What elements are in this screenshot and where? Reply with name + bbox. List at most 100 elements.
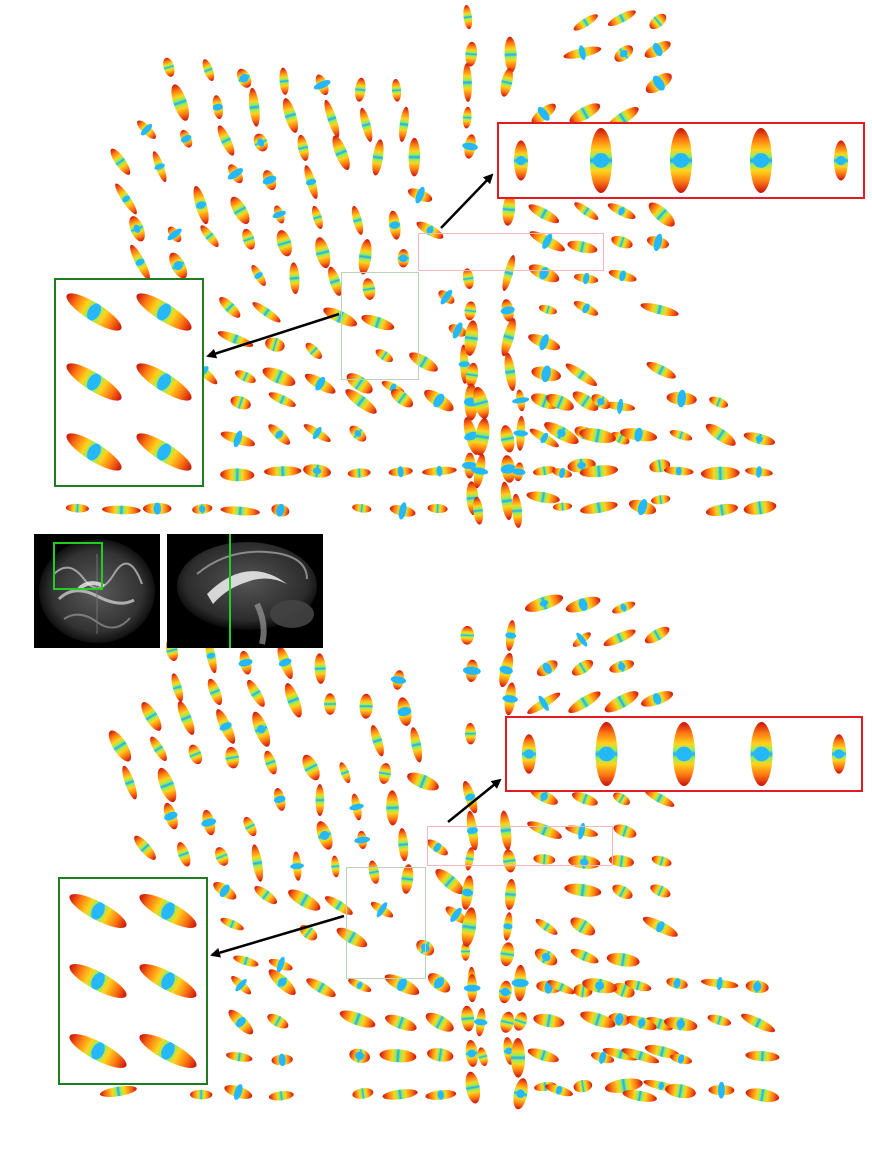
odf-glyph xyxy=(324,896,353,915)
odf-glyph xyxy=(169,252,188,279)
odf-glyph xyxy=(529,428,559,448)
inset-odf-glyph xyxy=(670,128,692,193)
odf-glyph xyxy=(215,847,229,866)
odf-glyph xyxy=(461,907,477,947)
odf-glyph xyxy=(188,744,203,765)
odf-glyph xyxy=(563,45,602,60)
odf-glyph xyxy=(316,821,333,850)
odf-glyph xyxy=(425,1090,457,1100)
odf-glyph xyxy=(533,1013,565,1028)
odf-glyph xyxy=(640,303,679,317)
odf-glyph xyxy=(708,1081,735,1099)
odf-glyph xyxy=(277,646,293,679)
odf-glyph xyxy=(565,363,598,387)
odf-glyph xyxy=(360,107,373,142)
inset-odf-glyph xyxy=(66,433,122,471)
odf-glyph xyxy=(279,67,289,95)
odf-glyph xyxy=(465,1039,478,1067)
odf-glyph xyxy=(500,299,515,322)
odf-glyph xyxy=(569,103,601,124)
odf-glyph xyxy=(626,1015,657,1031)
odf-glyph xyxy=(500,481,513,521)
odf-glyph xyxy=(262,367,296,387)
odf-glyph xyxy=(313,74,331,96)
odf-glyph xyxy=(267,1013,289,1029)
odf-glyph xyxy=(265,337,285,352)
odf-glyph xyxy=(399,106,409,142)
odf-glyph xyxy=(386,790,399,826)
odf-glyph xyxy=(570,917,596,936)
odf-glyph xyxy=(498,980,512,1004)
odf-glyph xyxy=(553,502,573,511)
odf-glyph xyxy=(388,210,401,240)
odf-glyph xyxy=(137,120,156,139)
odf-glyph xyxy=(473,387,489,419)
odf-glyph xyxy=(477,1047,488,1066)
odf-glyph xyxy=(220,917,244,931)
odf-glyph xyxy=(273,788,286,811)
odf-glyph xyxy=(501,318,516,357)
odf-glyph xyxy=(407,186,433,204)
odf-glyph xyxy=(289,262,300,295)
odf-glyph xyxy=(500,68,513,97)
odf-glyph xyxy=(666,977,688,989)
bottom-glyph-field xyxy=(99,594,780,1110)
inset-odf-glyph xyxy=(139,894,197,928)
odf-glyph xyxy=(445,906,467,924)
odf-glyph xyxy=(462,106,472,129)
odf-glyph xyxy=(167,226,182,243)
bottom-green-roi xyxy=(346,867,426,979)
odf-glyph xyxy=(347,468,371,478)
odf-glyph xyxy=(324,693,337,715)
sagittal-slice-thumbnail xyxy=(167,534,323,648)
odf-glyph xyxy=(614,45,634,62)
odf-glyph xyxy=(502,682,518,716)
odf-glyph xyxy=(545,1084,573,1097)
odf-glyph xyxy=(605,398,636,414)
odf-glyph xyxy=(547,980,575,995)
inset-odf-glyph xyxy=(595,722,618,786)
coronal-slice-thumbnail xyxy=(34,534,160,648)
odf-glyph xyxy=(603,629,636,647)
inset-odf-glyph xyxy=(69,1034,127,1068)
odf-glyph xyxy=(328,266,342,296)
odf-glyph xyxy=(389,502,416,520)
odf-glyph xyxy=(370,725,384,757)
top-green-roi xyxy=(341,272,419,380)
odf-glyph xyxy=(212,95,224,120)
odf-glyph xyxy=(709,396,729,408)
odf-glyph xyxy=(670,1053,692,1065)
coronal-roi-box xyxy=(53,542,103,590)
odf-glyph xyxy=(361,314,395,331)
odf-glyph xyxy=(612,601,636,614)
bottom-red-inset-glyphs xyxy=(522,722,846,786)
odf-glyph xyxy=(579,465,619,478)
odf-glyph xyxy=(502,255,516,291)
odf-glyph xyxy=(130,244,150,280)
odf-glyph xyxy=(529,231,565,252)
odf-glyph xyxy=(352,503,372,513)
odf-glyph xyxy=(613,792,630,806)
odf-glyph xyxy=(290,851,304,881)
odf-glyph xyxy=(268,1091,294,1101)
odf-glyph xyxy=(700,466,740,481)
odf-glyph xyxy=(573,300,599,316)
odf-glyph xyxy=(271,503,290,517)
odf-glyph xyxy=(500,810,512,851)
odf-glyph xyxy=(252,711,271,747)
odf-glyph xyxy=(705,503,738,517)
odf-glyph xyxy=(572,659,594,676)
bottom-green-inset xyxy=(58,877,208,1085)
odf-glyph xyxy=(192,504,213,514)
odf-glyph xyxy=(700,977,739,991)
odf-glyph xyxy=(528,334,561,351)
odf-glyph xyxy=(217,125,235,156)
odf-glyph xyxy=(108,730,132,762)
odf-glyph xyxy=(564,883,602,897)
odf-glyph xyxy=(315,237,331,269)
odf-glyph xyxy=(646,233,669,251)
odf-glyph xyxy=(462,781,478,814)
odf-glyph xyxy=(465,41,478,67)
odf-glyph xyxy=(427,973,451,993)
odf-glyph xyxy=(306,978,336,998)
